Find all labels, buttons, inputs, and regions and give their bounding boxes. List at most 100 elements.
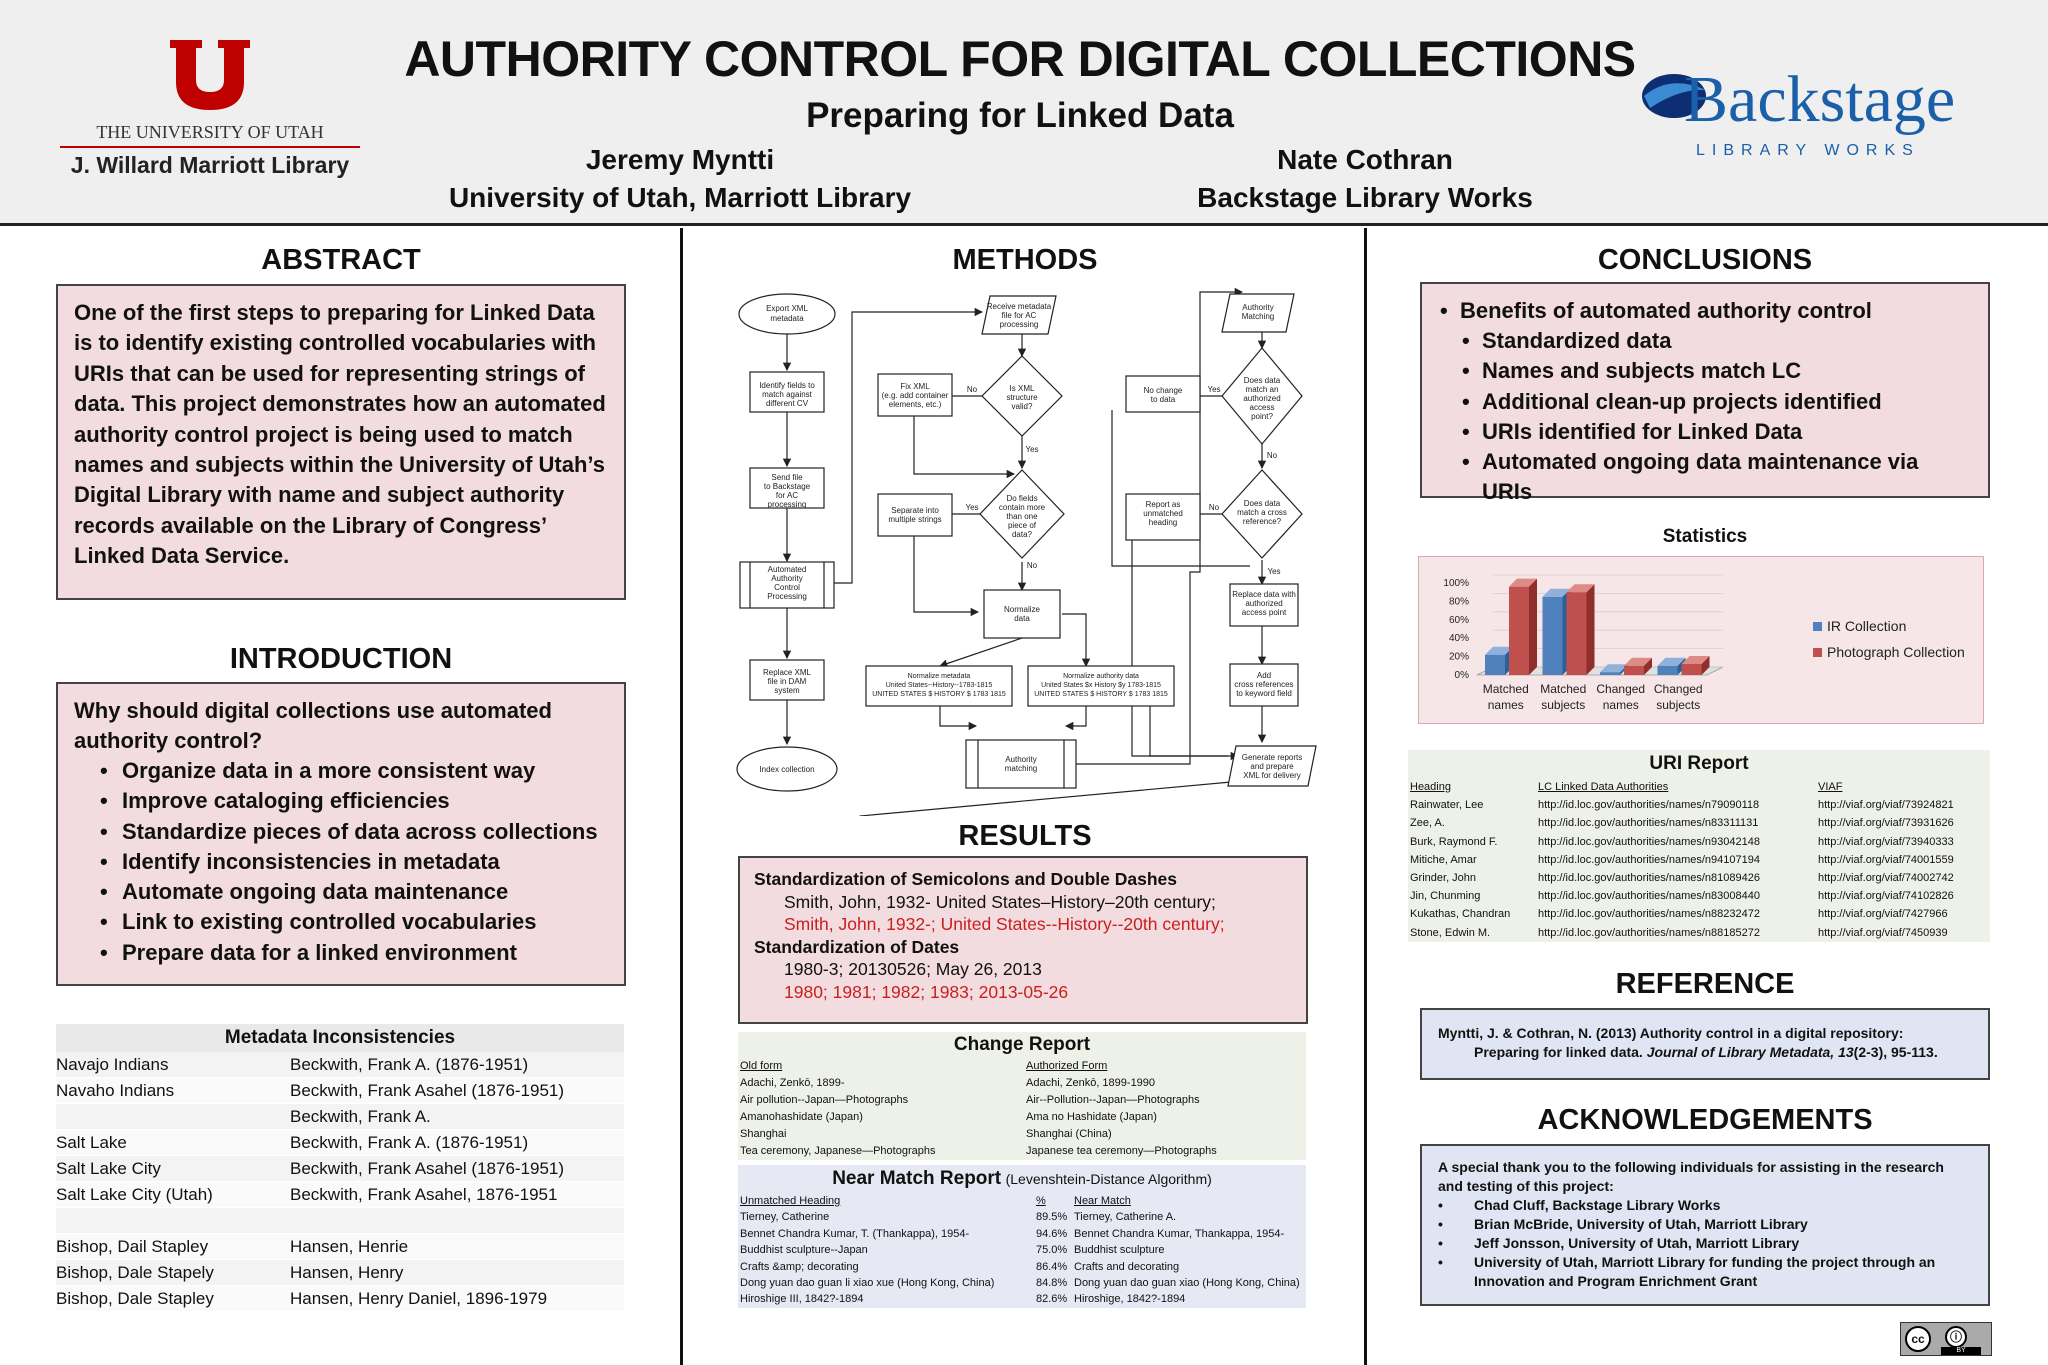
table-header: Old form: [740, 1060, 783, 1072]
bar-top: [1624, 657, 1652, 666]
results-after-1: Smith, John, 1932-; United States--Histo…: [784, 914, 1225, 934]
results-heading-semicolons: Standardization of Semicolons and Double…: [754, 869, 1177, 889]
table-cell: Amanohashidate (Japan): [740, 1111, 863, 1123]
table-header: VIAF: [1818, 781, 1843, 793]
introduction-box: Why should digital collections use autom…: [56, 682, 626, 986]
author2-affiliation: Backstage Library Works: [1197, 182, 1533, 213]
x-tick-label: subjects: [1541, 698, 1585, 712]
results-before-2: 1980-3; 20130526; May 26, 2013: [784, 959, 1042, 979]
change-report-header: Old form Authorized Form: [740, 1058, 1304, 1075]
table-cell: [56, 1104, 290, 1129]
abstract-text: One of the first steps to preparing for …: [74, 300, 606, 569]
cc-license-badge[interactable]: cc ⓘ BY: [1900, 1322, 1992, 1356]
table-cell: Adachi, Zenkō, 1899-1990: [1026, 1077, 1156, 1089]
author2-name: Nate Cothran: [1277, 144, 1453, 175]
uofu-name: THE UNIVERSITY OF UTAH: [96, 122, 324, 142]
table-header: Heading: [1410, 781, 1451, 793]
list-item: •Jeff Jonsson, University of Utah, Marri…: [1438, 1235, 1800, 1251]
bar-side: [1586, 584, 1595, 675]
table-cell: Ama no Hashidate (Japan): [1026, 1111, 1157, 1123]
table-cell: [56, 1208, 290, 1233]
table-header: Authorized Form: [1026, 1060, 1108, 1072]
table-row: Bennet Chandra Kumar, T. (Thankappa), 19…: [740, 1226, 1304, 1242]
table-row: Dong yuan dao guan li xiao xue (Hong Kon…: [740, 1275, 1304, 1291]
change-report-title: Change Report: [953, 1034, 1091, 1055]
bar-top: [1542, 588, 1571, 597]
near-match-table: Unmatched Heading%Near Match Tierney, Ca…: [738, 1193, 1306, 1308]
table-cell: http://id.loc.gov/authorities/names/n833…: [1538, 817, 1759, 830]
flow-label-no: No: [967, 385, 978, 394]
table-cell: 86.4%: [1036, 1260, 1068, 1273]
flow-label-yes: Yes: [1207, 385, 1220, 394]
table-row: Adachi, Zenkō, 1899- Adachi, Zenkō, 1899-…: [740, 1075, 1304, 1092]
reference-title: REFERENCE: [1615, 968, 1795, 1000]
table-cell: Bishop, Dale Stapely: [56, 1263, 214, 1282]
results-before-1: Smith, John, 1932- United States–History…: [784, 891, 1216, 912]
table-cell: Tierney, Catherine A.: [1074, 1211, 1177, 1224]
poster-subtitle: Preparing for Linked Data: [806, 96, 1234, 135]
table-cell: Adachi, Zenkō, 1899-: [740, 1077, 845, 1089]
table-cell: Zee, A.: [1410, 817, 1445, 830]
bar: [1566, 592, 1587, 675]
backstage-logo: Backstage LIBRARY WORKS: [1640, 62, 2000, 172]
table-cell: Tea ceremony, Japanese—Photographs: [740, 1145, 936, 1157]
x-tick-label: subjects: [1656, 698, 1700, 712]
table-cell: 82.6%: [1036, 1293, 1068, 1306]
table-cell: 94.6%: [1036, 1227, 1068, 1240]
table-cell: 89.5%: [1036, 1211, 1068, 1224]
table-cell: Beckwith, Frank Asahel, 1876-1951: [290, 1185, 558, 1204]
flow-label-no: No: [1027, 561, 1038, 570]
table-header: %: [1036, 1195, 1046, 1207]
cc-icon: cc: [1905, 1326, 1931, 1352]
table-cell: Beckwith, Frank A.: [290, 1107, 431, 1126]
table-cell: Bennet Chandra Kumar, Thankappa, 1954-: [1074, 1227, 1285, 1240]
near-match-subtitle: (Levenshtein-Distance Algorithm): [1005, 1171, 1212, 1187]
abstract-box: One of the first steps to preparing for …: [56, 284, 626, 600]
statistics-chart: 0%20%40%60%80%100%MatchednamesMatchedsub…: [1443, 574, 1965, 712]
list-item: •Benefits of automated authority control: [1440, 298, 1872, 323]
bar-top: [1681, 655, 1710, 664]
table-cell: http://viaf.org/viaf/73940333: [1818, 835, 1954, 848]
table-cell: http://viaf.org/viaf/7427966: [1818, 908, 1948, 921]
flow-label-no: No: [1209, 503, 1220, 512]
list-item: •Standardize pieces of data across colle…: [100, 818, 598, 844]
marriott-library-name: J. Willard Marriott Library: [70, 152, 350, 178]
table-cell: Crafts and decorating: [1074, 1260, 1180, 1273]
results-box: Standardization of Semicolons and Double…: [738, 856, 1308, 1024]
conclusions-box: •Benefits of automated authority control…: [1420, 282, 1990, 504]
table-cell: Navaho Indians: [56, 1081, 175, 1100]
table-cell: http://viaf.org/viaf/74001559: [1818, 853, 1954, 866]
author1-name: Jeremy Myntti: [585, 144, 775, 175]
y-tick-label: 80%: [1449, 596, 1469, 607]
poster-header: THE UNIVERSITY OF UTAH J. Willard Marrio…: [0, 0, 2048, 226]
table-row: Burk, Raymond F. http://id.loc.gov/author…: [1410, 833, 1988, 851]
table-cell: Shanghai: [740, 1128, 787, 1140]
table-cell: http://id.loc.gov/authorities/names/n930…: [1538, 835, 1760, 848]
bar-top: [1600, 664, 1628, 673]
table-cell: Air--Pollution--Japan—Photographs: [1026, 1094, 1200, 1106]
table-cell: Burk, Raymond F.: [1410, 835, 1498, 848]
introduction-list: •Organize data in a more consistent way …: [74, 756, 608, 968]
legend-swatch: [1813, 648, 1822, 657]
table-header: Unmatched Heading: [740, 1195, 841, 1207]
inconsistencies-title: Metadata Inconsistencies: [56, 1024, 624, 1052]
table-cell: Bishop, Dale Stapley: [56, 1289, 214, 1308]
